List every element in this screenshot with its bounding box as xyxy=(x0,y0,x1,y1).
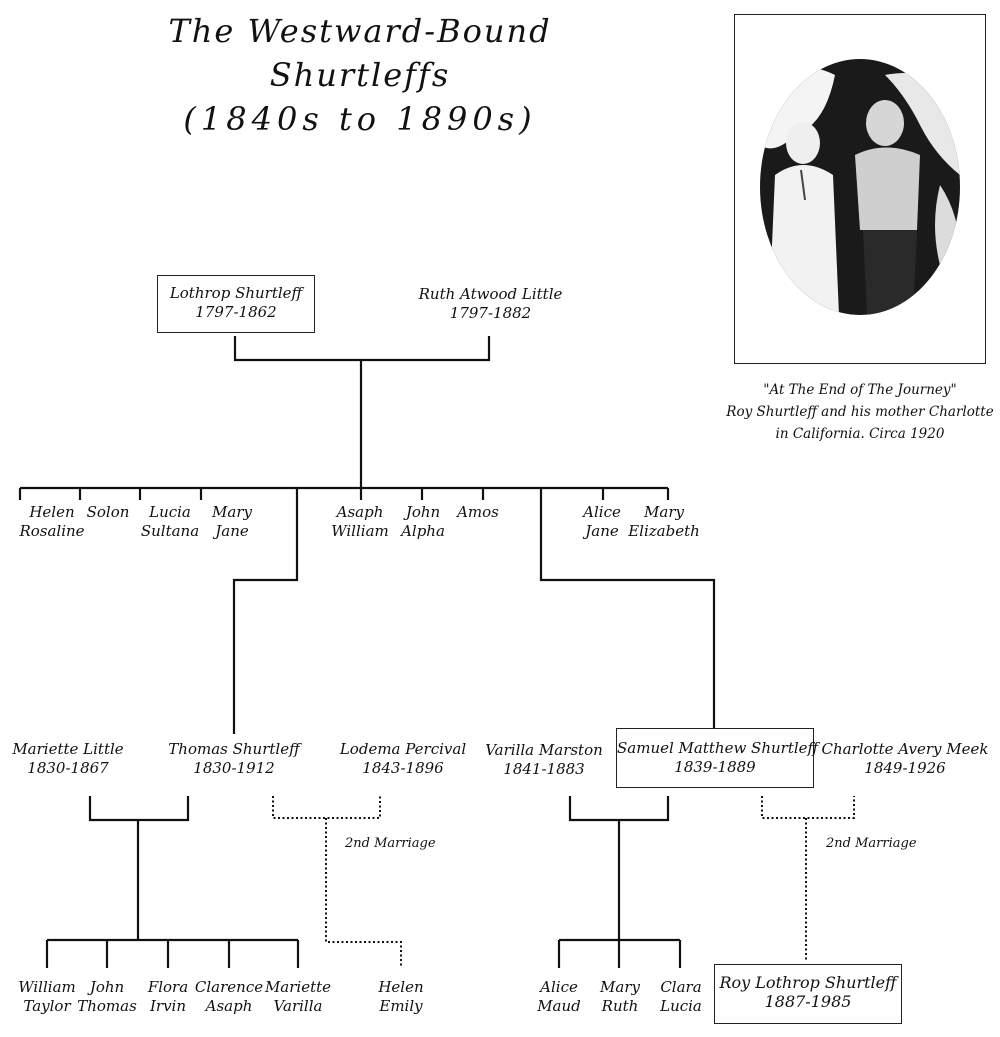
person-name: Thomas Shurtleff xyxy=(168,740,300,758)
person-first-name: John xyxy=(89,978,125,996)
person-john-thomas: John Thomas xyxy=(72,978,142,1016)
person-flora-irvin: Flora Irvin xyxy=(136,978,200,1016)
person-second-name: Irvin xyxy=(149,997,187,1015)
second-marriage-note-thomas: 2nd Marriage xyxy=(345,836,436,851)
person-name: Varilla Marston xyxy=(485,741,603,759)
person-second-name: Jane xyxy=(585,522,619,540)
person-first-name: Helen xyxy=(378,978,424,996)
person-second-name: Taylor xyxy=(23,997,71,1015)
couple-connector-lothrop-ruth xyxy=(233,336,491,362)
person-second-name: Maud xyxy=(537,997,581,1015)
portrait-photo-image xyxy=(760,59,960,315)
chart-title-line1: The Westward-Bound xyxy=(168,12,552,50)
person-clara-lucia: Clara Lucia xyxy=(650,978,712,1016)
person-dates: 1843-1896 xyxy=(362,759,444,777)
person-alice-jane: Alice Jane xyxy=(574,503,630,541)
descent-line-samuel xyxy=(539,488,716,728)
person-first-name: William xyxy=(18,978,76,996)
person-clarence-asaph: Clarence Asaph xyxy=(192,978,266,1016)
chart-title-line3: (1840s to 1890s) xyxy=(183,100,537,138)
person-second-name: Elizabeth xyxy=(628,522,700,540)
person-first-name: Flora xyxy=(147,978,189,996)
person-mary-jane: Mary Jane xyxy=(197,503,267,541)
person-asaph-william: Asaph William xyxy=(322,503,398,541)
person-thomas-shurtleff: Thomas Shurtleff 1830-1912 xyxy=(164,740,304,778)
person-second-name: Asaph xyxy=(205,997,253,1015)
person-mariette-little: Mariette Little 1830-1867 xyxy=(8,740,128,778)
person-name: Charlotte Avery Meek xyxy=(821,740,989,758)
person-first-name: Amos xyxy=(457,503,499,521)
person-first-name: John xyxy=(405,503,441,521)
person-second-name: Rosaline xyxy=(19,522,85,540)
photo-caption-line3: in California. Circa 1920 xyxy=(775,426,945,442)
couple-connector-mariette-thomas xyxy=(88,796,190,822)
person-first-name: Alice xyxy=(583,503,621,521)
person-second-name: William xyxy=(331,522,389,540)
person-william-taylor: William Taylor xyxy=(7,978,87,1016)
person-second-name: Lucia xyxy=(660,997,702,1015)
second-marriage-connector-samuel-charlotte xyxy=(761,796,855,819)
descent-line-thomas xyxy=(232,488,299,734)
person-first-name: Clara xyxy=(660,978,702,996)
person-samuel-matthew-shurtleff: Samuel Matthew Shurtleff 1839-1889 xyxy=(616,728,819,788)
person-dates: 1887-1985 xyxy=(764,992,852,1011)
person-first-name: Mariette xyxy=(264,978,332,996)
person-mary-elizabeth: Mary Elizabeth xyxy=(624,503,704,541)
person-name: Ruth Atwood Little xyxy=(418,285,563,303)
person-charlotte-avery-meek: Charlotte Avery Meek 1849-1926 xyxy=(820,740,990,778)
person-john-alpha: John Alpha xyxy=(392,503,454,541)
person-helen-rosaline: Helen Rosaline xyxy=(12,503,92,541)
person-varilla-marston: Varilla Marston 1841-1883 xyxy=(476,741,612,779)
person-dates: 1839-1889 xyxy=(674,758,756,776)
person-ruth-atwood-little: Ruth Atwood Little 1797-1882 xyxy=(408,285,573,323)
person-second-name: Emily xyxy=(379,997,423,1015)
person-dates: 1841-1883 xyxy=(503,760,585,778)
person-first-name: Lucia xyxy=(149,503,191,521)
person-first-name: Mary xyxy=(644,503,684,521)
second-marriage-note-samuel: 2nd Marriage xyxy=(826,836,917,851)
person-lothrop-shurtleff: Lothrop Shurtleff 1797-1862 xyxy=(157,275,315,333)
person-lucia-sultana: Lucia Sultana xyxy=(132,503,208,541)
person-dates: 1797-1862 xyxy=(195,303,277,321)
person-second-name: Alpha xyxy=(401,522,445,540)
person-name: Lothrop Shurtleff xyxy=(169,284,303,302)
person-name: Samuel Matthew Shurtleff xyxy=(617,739,819,757)
person-lodema-percival: Lodema Percival 1843-1896 xyxy=(334,740,472,778)
photo-caption-line1: "At The End of The Journey" xyxy=(763,382,957,398)
person-mariette-varilla: Mariette Varilla xyxy=(260,978,336,1016)
person-roy-lothrop-shurtleff: Roy Lothrop Shurtleff 1887-1985 xyxy=(714,964,902,1024)
person-solon: Solon xyxy=(80,503,136,522)
second-marriage-connector-thomas-lodema xyxy=(272,796,381,819)
person-name: Roy Lothrop Shurtleff xyxy=(719,973,897,992)
person-name: Mariette Little xyxy=(12,740,124,758)
person-second-name: Thomas xyxy=(77,997,137,1015)
person-dates: 1849-1926 xyxy=(864,759,946,777)
photo-caption-line2: Roy Shurtleff and his mother Charlotte xyxy=(726,404,994,420)
person-dates: 1797-1882 xyxy=(449,304,532,322)
person-first-name: Helen xyxy=(29,503,75,521)
person-dates: 1830-1912 xyxy=(193,759,275,777)
person-name: Lodema Percival xyxy=(339,740,467,758)
couple-connector-varilla-samuel xyxy=(568,796,670,822)
person-mary-ruth: Mary Ruth xyxy=(590,978,650,1016)
person-second-name: Varilla xyxy=(273,997,323,1015)
chart-title-line2: Shurtleffs xyxy=(269,56,451,94)
person-second-name: Jane xyxy=(215,522,249,540)
person-second-name: Ruth xyxy=(601,997,639,1015)
person-first-name: Alice xyxy=(540,978,578,996)
person-first-name: Mary xyxy=(600,978,640,996)
person-first-name: Mary xyxy=(212,503,252,521)
person-amos: Amos xyxy=(450,503,506,522)
person-first-name: Asaph xyxy=(336,503,384,521)
person-second-name: Sultana xyxy=(140,522,200,540)
person-first-name: Solon xyxy=(86,503,130,521)
person-helen-emily: Helen Emily xyxy=(368,978,434,1016)
portrait-photo-frame xyxy=(734,14,986,364)
person-alice-maud: Alice Maud xyxy=(524,978,594,1016)
person-first-name: Clarence xyxy=(194,978,264,996)
person-dates: 1830-1867 xyxy=(27,759,109,777)
